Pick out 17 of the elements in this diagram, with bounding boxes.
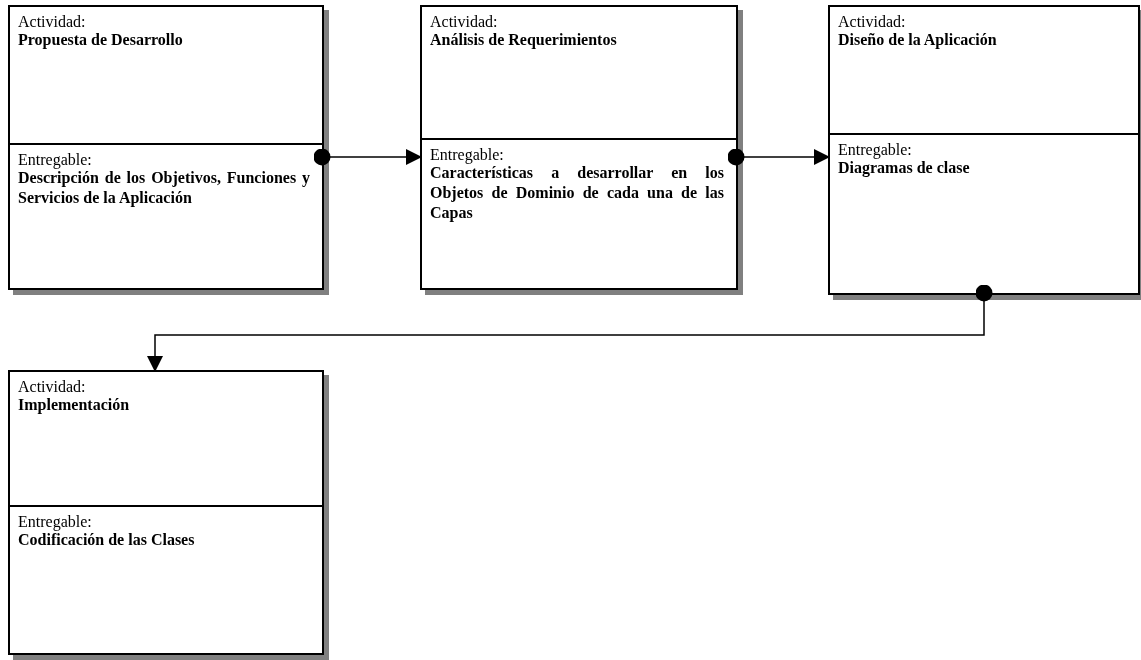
section-label: Entregable:	[18, 513, 93, 530]
section-label: Actividad:	[18, 13, 87, 30]
section-title: Diseño de la Aplicación	[838, 30, 998, 50]
arrow	[147, 284, 993, 373]
section-title: Diagramas de clase	[838, 159, 971, 178]
section-label: Entregable:	[18, 151, 93, 168]
section-label: Actividad:	[838, 13, 907, 30]
section-title: Descripción de los Objetivos, Funciones y Servicios de la Aplicación	[18, 169, 310, 208]
section-title: Implementación	[18, 395, 131, 415]
section-title: Codificación de las Clases	[18, 531, 196, 550]
section-title: Propuesta de Desarrollo	[18, 30, 184, 50]
section-title: Análisis de Requerimientos	[430, 30, 618, 50]
section-label: Actividad:	[18, 378, 87, 395]
section-title: Características a desarrollar en los Objetos de Dominio de cada una de las Capas	[430, 164, 724, 223]
section-label: Entregable:	[838, 141, 913, 158]
section-label: Actividad:	[430, 13, 499, 30]
section-label: Entregable:	[430, 146, 505, 163]
